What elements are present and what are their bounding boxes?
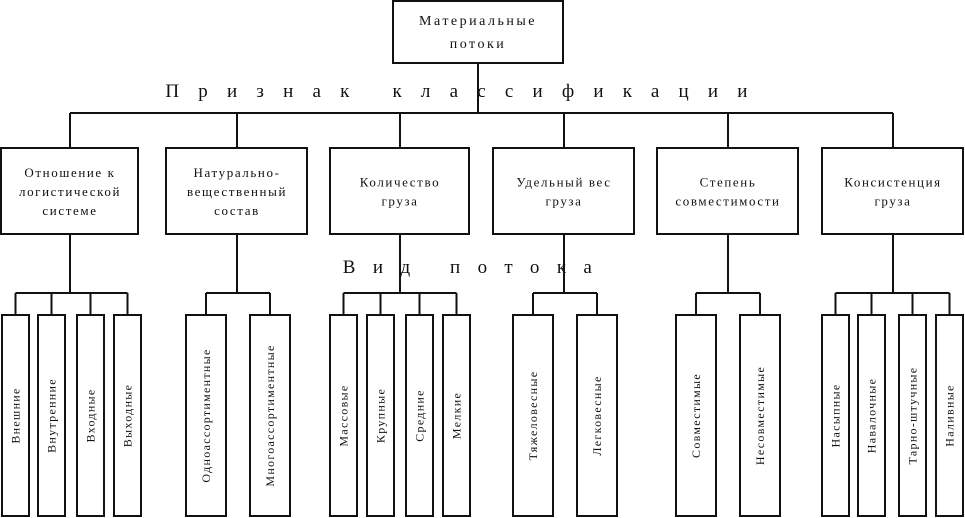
flow-type-box [249,314,291,517]
flow-type-label: Выходные [121,384,135,448]
flow-type-box [37,314,66,517]
flow-type-label: Несовместимые [753,366,767,465]
criterion-label: Удельный вес [516,175,611,190]
flow-type-label: Тарно-штучные [906,367,920,465]
flow-type-label: Тяжеловесные [526,371,540,461]
flow-type-box [935,314,964,517]
flow-type-label: Навалочные [865,378,879,453]
criterion-label: груза [545,194,582,209]
criterion-label: Отношение к [24,165,115,180]
criterion-box [656,147,799,235]
flow-type-box [739,314,781,517]
flow-type-label: Одноассортиментные [199,348,213,482]
flow-type-label: Входные [84,388,98,442]
flow-type-label: Крупные [374,388,388,443]
flow-type-box [185,314,227,517]
criterion-box [821,147,964,235]
flow-type-label: Массовые [337,384,351,446]
criterion-group: Натурально-вещественный составОдноассорти… [165,147,308,517]
flow-type-label: Средние [413,389,427,442]
flow-type-label: Наливные [943,384,957,446]
flow-type-box [329,314,358,517]
flow-type-label: Многоассортиментные [263,344,277,486]
criterion-label: Количество [360,175,440,190]
flow-type-box [442,314,471,517]
criterion-box [492,147,635,235]
criterion-box [329,147,470,235]
criterion-label: логистической [19,184,121,199]
criteria-label: Признак классификации [165,81,766,102]
criterion-label: груза [874,194,911,209]
flow-type-label: Совместимые [689,373,703,458]
flow-type-label: Внешние [9,387,23,443]
criterion-label: Степень [700,175,757,190]
flow-type-box [1,314,30,517]
criterion-box [165,147,308,235]
criterion-label: состав [214,203,260,218]
flow-type-box [366,314,395,517]
criterion-label: вещественный [187,184,287,199]
flow-type-box [76,314,105,517]
flow-type-box [113,314,142,517]
criterion-label: Натурально- [193,165,280,180]
criterion-label: Консистенция [844,175,941,190]
flow-type-label: Мелкие [450,392,464,439]
flow-type-label: Внутренние [45,378,59,453]
flow-type-box [405,314,434,517]
flow-type-label: Легковесные [590,375,604,455]
criterion-label: груза [381,194,418,209]
flow-type-box [675,314,717,517]
flow-type-label: Насыпные [829,383,843,447]
flow-type-box [857,314,886,517]
flow-type-label: Вид потока [343,257,610,278]
flow-type-box [576,314,618,517]
flow-type-box [898,314,927,517]
connector-lines [14,63,951,315]
flow-type-box [821,314,850,517]
root-box [392,0,564,64]
flow-type-box [512,314,554,517]
criterion-box [0,147,139,235]
criterion-label: системе [42,203,97,218]
root-label-line2: потоки [450,37,507,52]
root-label-line1: Материальные [419,14,537,29]
criterion-label: совместимости [675,194,780,209]
